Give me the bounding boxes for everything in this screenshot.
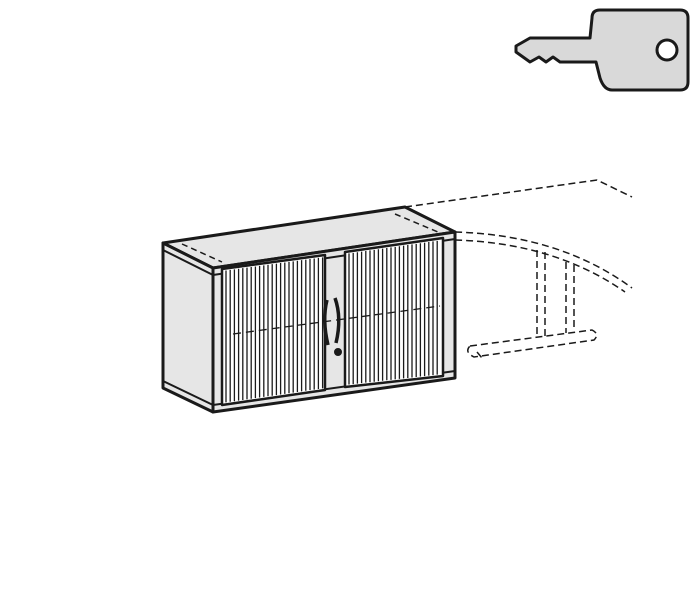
cabinet-drawing [161, 205, 457, 414]
cabinet-side [161, 241, 215, 414]
lock-icon [334, 348, 342, 356]
desk-outline [404, 179, 633, 359]
left-tambour-door [220, 253, 327, 407]
key-icon [514, 8, 690, 92]
door-handle [323, 297, 341, 346]
